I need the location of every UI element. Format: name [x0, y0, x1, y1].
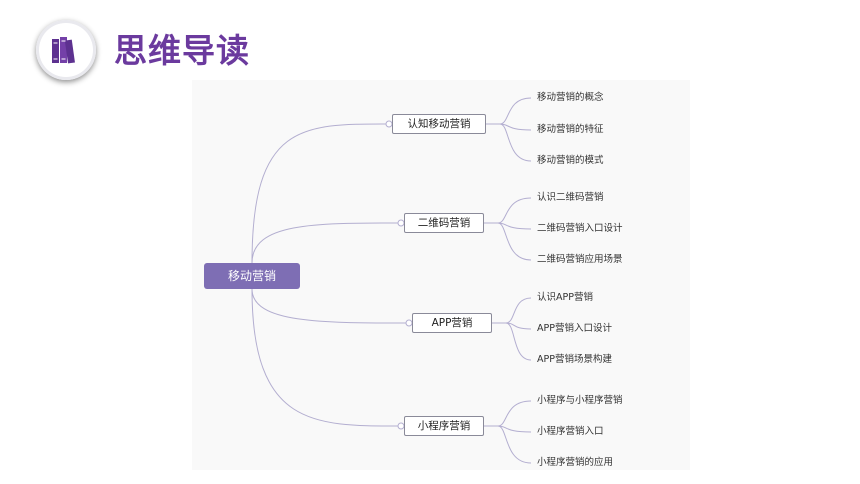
- root-node[interactable]: 移动营销: [204, 263, 300, 289]
- leaf-connector: [497, 197, 532, 224]
- leaf-connector: [497, 400, 532, 427]
- leaf-node[interactable]: 移动营销的模式: [537, 155, 604, 166]
- leaf-node[interactable]: 二维码营销入口设计: [537, 223, 623, 234]
- branch-node[interactable]: 认知移动营销: [392, 114, 486, 134]
- branch-node[interactable]: 小程序营销: [404, 416, 484, 436]
- branch-node[interactable]: 二维码营销: [404, 213, 484, 233]
- root-connector: [251, 222, 399, 264]
- leaf-node[interactable]: 二维码营销应用场景: [537, 254, 623, 265]
- leaf-connector: [499, 123, 532, 162]
- books-logo: [36, 20, 96, 80]
- root-connector: [251, 288, 407, 324]
- mind-map-connectors: [251, 97, 532, 464]
- root-connector: [251, 123, 387, 264]
- leaf-connector: [505, 297, 532, 324]
- leaf-node[interactable]: 认识二维码营销: [537, 192, 604, 203]
- leaf-connector: [497, 222, 532, 261]
- leaf-node[interactable]: 小程序与小程序营销: [537, 395, 623, 406]
- leaf-node[interactable]: APP营销入口设计: [537, 323, 612, 334]
- leaf-node[interactable]: 认识APP营销: [537, 292, 593, 303]
- books-icon: [52, 37, 75, 64]
- page-title: 思维导读: [114, 31, 250, 70]
- leaf-node[interactable]: 小程序营销的应用: [537, 457, 614, 468]
- root-connector: [251, 288, 399, 427]
- leaf-connector: [505, 322, 532, 361]
- leaf-node[interactable]: 移动营销的特征: [537, 124, 604, 135]
- leaf-node[interactable]: 移动营销的概念: [537, 92, 604, 103]
- leaf-connector: [497, 425, 532, 464]
- leaf-node[interactable]: 小程序营销入口: [537, 426, 604, 437]
- branch-node[interactable]: APP营销: [412, 313, 492, 333]
- leaf-node[interactable]: APP营销场景构建: [537, 354, 612, 365]
- mind-map: 移动营销 认知移动营销 移动营销的概念移动营销的特征移动营销的模式二维码营销 认识二…: [192, 80, 690, 470]
- leaf-connector: [499, 97, 532, 125]
